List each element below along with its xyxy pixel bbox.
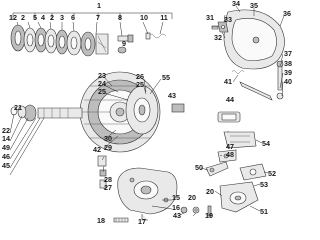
label-12: 12: [9, 13, 17, 22]
label-11: 11: [160, 13, 168, 22]
plate-3: [55, 29, 69, 55]
label-34: 34: [232, 0, 240, 8]
label-37: 37: [284, 49, 292, 58]
bracket-52: [239, 163, 267, 181]
label-41: 41: [224, 77, 232, 86]
label-43b: 43: [173, 211, 181, 220]
label-24: 24: [98, 79, 106, 88]
label-9: 9: [122, 39, 126, 48]
label-2b: 2: [50, 13, 54, 22]
label-31: 31: [206, 13, 214, 22]
plate-5: [44, 28, 58, 54]
bottom-small-parts: [97, 155, 107, 189]
plate-44: [217, 111, 241, 123]
label-36: 36: [283, 9, 291, 18]
label-6: 6: [71, 13, 75, 22]
exploded-parts-diagram: 1 12 2 5 4 2 3 6 7 8 10 9 11 22 14 49 46…: [2, 0, 292, 225]
label-50: 50: [195, 163, 203, 172]
label-25: 25: [98, 87, 106, 96]
plate-6: [66, 30, 82, 56]
label-1: 1: [97, 1, 101, 10]
label-20b: 20: [206, 187, 214, 196]
mid-right-parts: [171, 103, 267, 217]
label-55: 55: [162, 73, 170, 82]
label-33: 33: [224, 15, 232, 24]
bolt-10: [117, 34, 134, 43]
label-47: 47: [226, 142, 234, 151]
spring-retainer-8: [95, 33, 109, 55]
label-45: 45: [2, 161, 10, 170]
label-30: 30: [104, 134, 112, 143]
label-27: 27: [104, 183, 112, 192]
label-21: 21: [14, 103, 22, 112]
label-42: 42: [93, 145, 101, 154]
label-22: 22: [2, 126, 10, 135]
right-cover: [211, 9, 285, 70]
label-51: 51: [260, 207, 268, 216]
label-48: 48: [226, 150, 234, 159]
label-29: 29: [104, 143, 112, 152]
label-8: 8: [118, 13, 122, 22]
lower-casing: [117, 167, 178, 221]
clutch-drum-assembly: [79, 71, 161, 153]
label-7: 7: [96, 13, 100, 22]
bracket-43: [171, 103, 185, 113]
drive-shaft: [10, 104, 83, 122]
label-32: 32: [214, 33, 222, 42]
label-28: 28: [104, 175, 112, 184]
label-19: 19: [205, 211, 213, 220]
nut-9: [117, 46, 127, 54]
label-20: 20: [188, 193, 196, 202]
pulley-hub: [125, 85, 159, 135]
label-38: 38: [284, 59, 292, 68]
label-44: 44: [226, 95, 234, 104]
right-linkage: [231, 60, 284, 101]
label-5: 5: [33, 13, 37, 22]
label-14: 14: [2, 134, 10, 143]
label-54: 54: [262, 139, 270, 148]
clutch-plate-stack: [10, 24, 167, 57]
plate-2: [23, 27, 37, 53]
label-26: 26: [136, 72, 144, 81]
stud-17: [141, 214, 148, 221]
label-52: 52: [268, 169, 276, 178]
label-18: 18: [97, 216, 105, 225]
plate-7: [80, 31, 96, 57]
cover-bracket-33: [217, 21, 229, 33]
plate-12: [10, 24, 26, 52]
label-2: 2: [21, 13, 25, 22]
label-23: 23: [98, 71, 106, 80]
label-43: 43: [168, 91, 176, 100]
label-46: 46: [2, 152, 10, 161]
label-17: 17: [138, 217, 146, 225]
lever-47-50: [205, 161, 229, 177]
bracket-48: [217, 149, 237, 163]
label-16: 16: [172, 203, 180, 212]
label-15: 15: [172, 193, 180, 202]
label-35: 35: [250, 1, 258, 10]
housing-53-51: [219, 181, 259, 213]
label-40: 40: [284, 77, 292, 86]
bolt-31: [211, 25, 219, 30]
label-25b: 25: [136, 80, 144, 89]
label-49: 49: [2, 143, 10, 152]
spring-41: [231, 70, 245, 74]
leader-lines: [9, 5, 285, 218]
bottom-fasteners: [113, 206, 200, 223]
spring-11: [145, 32, 167, 40]
label-4: 4: [41, 13, 45, 22]
label-53: 53: [260, 180, 268, 189]
label-39: 39: [284, 68, 292, 77]
plate-4: [34, 27, 48, 53]
label-10: 10: [140, 13, 148, 22]
label-3: 3: [60, 13, 64, 22]
pin-20: [207, 205, 212, 217]
bracket-part-1: [12, 12, 173, 19]
callout-labels: 1 12 2 5 4 2 3 6 7 8 10 9 11 22 14 49 46…: [2, 0, 292, 225]
housing-54: [223, 131, 257, 149]
